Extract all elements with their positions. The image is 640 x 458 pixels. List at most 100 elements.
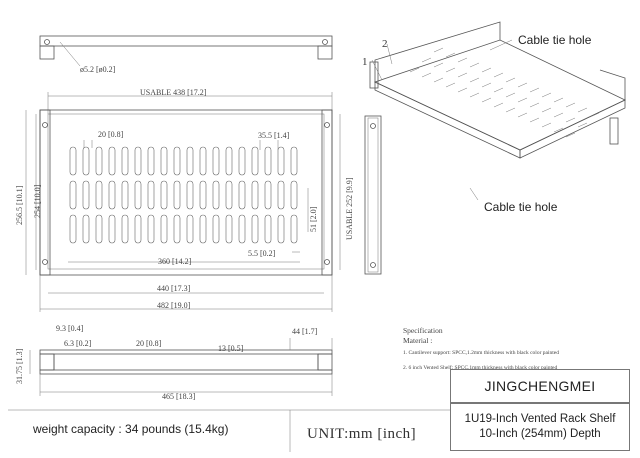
iso-vent-slot	[565, 117, 576, 123]
dim-20-label: 20 [0.8]	[136, 339, 162, 348]
vent-slot	[277, 214, 285, 244]
vent-slot	[95, 146, 103, 176]
vent-slot	[108, 180, 116, 210]
vent-slot	[134, 180, 142, 210]
part-2-label: 2	[382, 38, 388, 50]
vent-slot	[199, 180, 207, 210]
iso-vent-slot	[469, 62, 480, 68]
vent-slot	[290, 214, 298, 244]
iso-vent-slot	[445, 67, 456, 73]
vent-slot	[277, 180, 285, 210]
vent-slot	[186, 146, 194, 176]
spec-item-1: 1. Cantilever support: SPCC,1.2mm thickn…	[403, 350, 559, 356]
side-height-label: 31.75 [1.3]	[15, 348, 24, 384]
vent-slot	[290, 180, 298, 210]
vent-slot	[251, 180, 259, 210]
iso-vent-slot	[505, 107, 516, 113]
specification-block: Specification Material : 1. Cantilever s…	[403, 326, 559, 373]
vent-slot	[134, 146, 142, 176]
height-inner-label: 254 [10.0]	[33, 184, 42, 218]
vent-slot	[82, 214, 90, 244]
iso-vent-slot	[469, 77, 480, 83]
vent-slot	[212, 214, 220, 244]
iso-vent-slot	[541, 122, 552, 128]
vent-slot	[264, 214, 272, 244]
vent-slot	[251, 214, 259, 244]
iso-vent-slot	[517, 82, 528, 88]
weight-capacity: weight capacity : 34 pounds (15.4kg)	[33, 422, 229, 436]
spec-material: Material :	[403, 336, 433, 345]
cable-tie-hole-bottom: Cable tie hole	[484, 200, 558, 214]
side-elevation-view: 465 [18.3] 31.75 [1.3] 9.3 [0.4] 6.3 [0.…	[15, 324, 333, 401]
iso-vent-slot	[505, 92, 516, 98]
vent-slot	[95, 214, 103, 244]
iso-vent-slots	[409, 47, 600, 138]
iso-vent-slot	[541, 107, 552, 113]
model-line-1: 1U19-Inch Vented Rack Shelf	[464, 413, 616, 425]
iso-vent-slot	[481, 67, 492, 73]
vent-slot	[82, 180, 90, 210]
height-outer-label: 256.5 [10.1]	[15, 185, 24, 225]
vent-slot	[95, 180, 103, 210]
iso-vent-slot	[505, 77, 516, 83]
iso-vent-slot	[433, 77, 444, 83]
vent-slot	[238, 146, 246, 176]
iso-vent-slot	[577, 107, 588, 113]
vent-slot	[121, 214, 129, 244]
iso-vent-slot	[433, 47, 444, 53]
iso-vent-slot	[565, 102, 576, 108]
dim-6-3-label: 6.3 [0.2]	[64, 339, 92, 348]
part-1-label: 1	[362, 56, 368, 68]
iso-vent-slot	[565, 132, 576, 138]
unit-label: UNIT:mm [inch]	[307, 426, 417, 442]
iso-vent-slot	[589, 112, 600, 118]
vent-slot	[251, 146, 259, 176]
vent-slot	[264, 180, 272, 210]
vent-width-label: 360 [14.2]	[158, 257, 192, 266]
vent-slot	[134, 214, 142, 244]
vent-slot	[225, 214, 233, 244]
iso-vent-slot	[481, 97, 492, 103]
edge-margin-label: 5.5 [0.2]	[248, 249, 276, 258]
iso-vent-slot	[517, 97, 528, 103]
iso-vent-slot	[553, 112, 564, 118]
vent-slot	[147, 180, 155, 210]
iso-vent-slot	[493, 72, 504, 78]
iso-vent-slot	[529, 102, 540, 108]
model-description: 1U19-Inch Vented Rack Shelf 10-Inch (254…	[450, 403, 630, 451]
top-mounting-bracket	[39, 35, 333, 67]
vent-slot	[199, 214, 207, 244]
iso-vent-slot	[553, 97, 564, 103]
vent-slot	[121, 146, 129, 176]
hole-dimension: ø5.2 [ø0.2]	[80, 65, 116, 74]
iso-vent-slot	[529, 117, 540, 123]
vent-slot	[108, 214, 116, 244]
vent-slot	[212, 180, 220, 210]
vent-slot	[160, 214, 168, 244]
iso-vent-slot	[457, 72, 468, 78]
usable-width-label: USABLE 438 [17.2]	[140, 88, 207, 97]
slot-gap-label: 51 [2.0]	[309, 206, 318, 232]
vent-slot	[173, 146, 181, 176]
vent-slot	[277, 146, 285, 176]
dim-9-3-label: 9.3 [0.4]	[56, 324, 84, 333]
vent-slot	[82, 146, 90, 176]
vent-slot	[69, 146, 77, 176]
end-view	[364, 115, 382, 275]
iso-vent-slot	[493, 87, 504, 93]
iso-vent-slot	[577, 122, 588, 128]
vent-slot	[147, 146, 155, 176]
vent-slot	[264, 146, 272, 176]
vent-slot	[108, 146, 116, 176]
iso-vent-slot	[517, 112, 528, 118]
slot-spacing-label: 35.5 [1.4]	[258, 131, 290, 140]
vent-slots	[69, 146, 298, 244]
vent-slot	[225, 180, 233, 210]
vent-slot	[173, 180, 181, 210]
iso-vent-slot	[421, 72, 432, 78]
flange-label: 44 [1.7]	[292, 327, 318, 336]
iso-vent-slot	[409, 67, 420, 73]
usable-depth-label: USABLE 252 [9.9]	[345, 177, 354, 240]
